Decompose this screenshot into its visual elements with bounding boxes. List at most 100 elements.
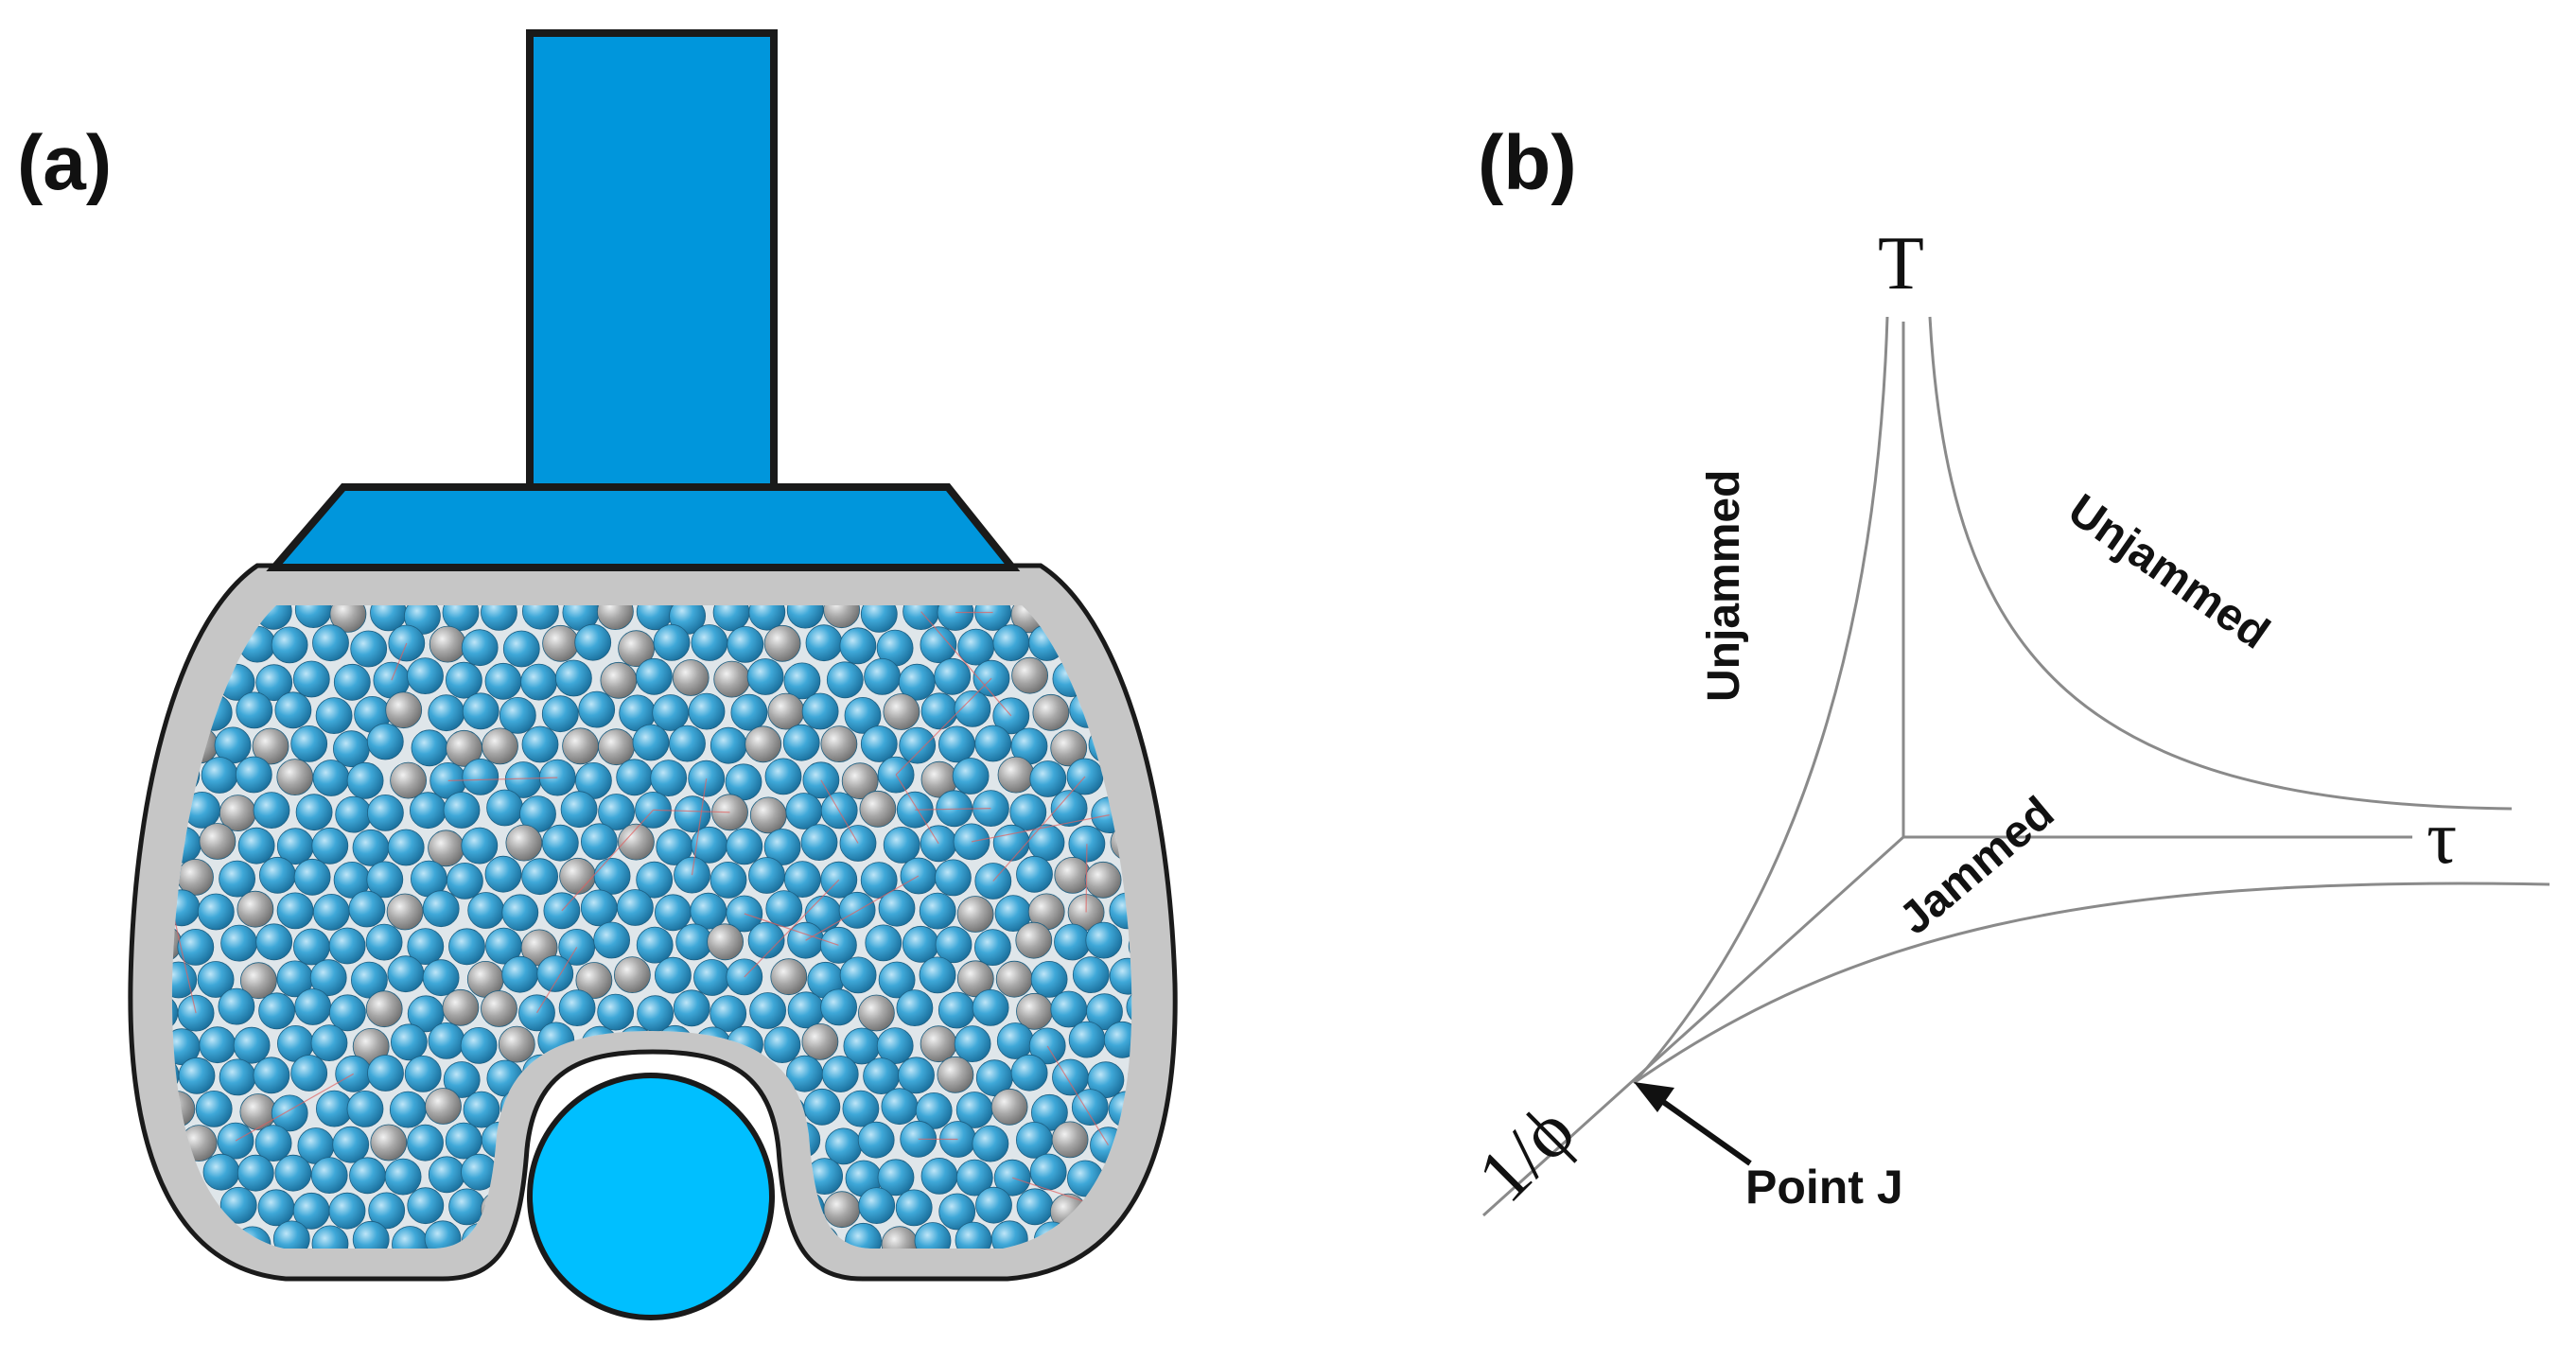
grain-particle	[365, 990, 403, 1028]
grain-particle	[580, 889, 618, 927]
grain-particle	[481, 605, 517, 631]
grain-particle	[673, 989, 710, 1027]
force-chain-segment	[895, 774, 939, 845]
force-chain-segment	[561, 809, 654, 912]
grain-particle	[883, 693, 920, 730]
grain-particle	[199, 1026, 237, 1064]
grain-particle	[178, 1057, 216, 1094]
grain-particle	[575, 962, 613, 999]
grain-particle	[558, 989, 596, 1026]
grain-particle	[312, 624, 349, 662]
grain-particle	[274, 691, 312, 729]
grain-particle	[404, 1056, 442, 1092]
grain-particle	[1011, 656, 1048, 694]
grain-particle	[826, 661, 864, 699]
grain-particle	[934, 657, 972, 695]
grain-particle	[749, 796, 787, 834]
grain-particle	[310, 1157, 348, 1194]
grain-particle	[617, 889, 654, 926]
grain-particle	[725, 763, 762, 801]
grain-particle	[328, 994, 366, 1032]
grain-particle	[600, 661, 638, 699]
grain-particle	[898, 1057, 935, 1094]
grain-particle	[636, 861, 674, 899]
grain-particle	[237, 827, 275, 865]
grain-particle	[690, 892, 727, 930]
force-chain-segment	[535, 947, 578, 1014]
grain-particle	[990, 1088, 1028, 1126]
grain-particle	[938, 991, 975, 1029]
region-unjammed-right: Unjammed	[2059, 485, 2278, 659]
force-chain-segment	[391, 642, 408, 681]
grain-particle	[407, 928, 445, 965]
point-j-arrowhead	[1634, 1082, 1674, 1112]
grain-particle	[688, 692, 726, 730]
grain-particle	[954, 1025, 991, 1062]
grain-particle	[745, 725, 782, 763]
grain-particle	[293, 858, 331, 896]
grain-particle	[486, 789, 523, 827]
grain-particle	[502, 630, 540, 668]
grain-particle	[920, 1025, 957, 1063]
grain-particle	[271, 626, 308, 664]
grain-particle	[253, 792, 290, 829]
axis-phi-label: 1/ϕ	[1463, 1090, 1591, 1218]
grain-particle	[1016, 1122, 1053, 1159]
grain-particle	[952, 758, 990, 795]
grain-particle	[801, 692, 839, 730]
grain-particle	[384, 1158, 422, 1196]
grain-particle	[675, 923, 713, 961]
grain-particle	[1109, 957, 1132, 995]
grain-particle	[593, 858, 631, 895]
grain-particle	[821, 1056, 859, 1092]
grain-particle	[915, 1092, 953, 1129]
grain-particle	[368, 1192, 406, 1230]
grain-particle	[425, 1088, 462, 1125]
grain-particle	[636, 926, 674, 964]
grain-particle	[201, 757, 238, 794]
grain-particle	[462, 692, 499, 730]
grain-particle	[541, 824, 579, 862]
grain-particle	[333, 663, 371, 701]
grain-particle	[1029, 760, 1067, 797]
grain-particle	[1016, 1188, 1054, 1226]
grain-particle	[448, 928, 485, 966]
grain-particle	[730, 693, 768, 731]
grain-particle	[920, 692, 958, 730]
grain-particle	[310, 1024, 348, 1061]
grain-particle	[276, 759, 314, 795]
grain-particle	[239, 962, 277, 1000]
grain-particle	[195, 1091, 233, 1127]
grain-particle	[674, 795, 711, 833]
grain-particle	[672, 659, 710, 696]
grain-particle	[865, 924, 902, 962]
grain-particle	[935, 926, 973, 964]
grain-particle	[1128, 927, 1132, 965]
grain-particle	[462, 759, 499, 795]
grain-particle	[177, 929, 215, 966]
grain-particle	[618, 630, 655, 668]
force-chain-segment	[895, 677, 992, 776]
grain-particle	[803, 1088, 841, 1126]
grain-particle	[972, 1125, 1009, 1162]
grain-particle	[710, 862, 747, 899]
grain-particle	[786, 605, 824, 629]
grain-particle	[1072, 956, 1110, 993]
grain-particle	[366, 723, 404, 760]
grain-particle	[385, 691, 423, 729]
grain-particle	[785, 793, 823, 830]
grain-particle	[748, 857, 785, 894]
grain-particle	[857, 1121, 895, 1159]
grain-particle	[1029, 1153, 1067, 1191]
grain-particle	[896, 989, 934, 1026]
grain-particle	[292, 660, 330, 698]
grain-particle	[442, 988, 480, 1026]
force-chain-segment	[920, 611, 1012, 717]
grain-particle	[823, 1191, 861, 1229]
grain-particle	[409, 792, 447, 830]
grain-particle	[710, 995, 747, 1032]
grain-particle	[748, 605, 786, 631]
grain-particle	[445, 661, 482, 699]
grain-particle	[858, 994, 895, 1032]
grain-particle	[1030, 961, 1068, 998]
